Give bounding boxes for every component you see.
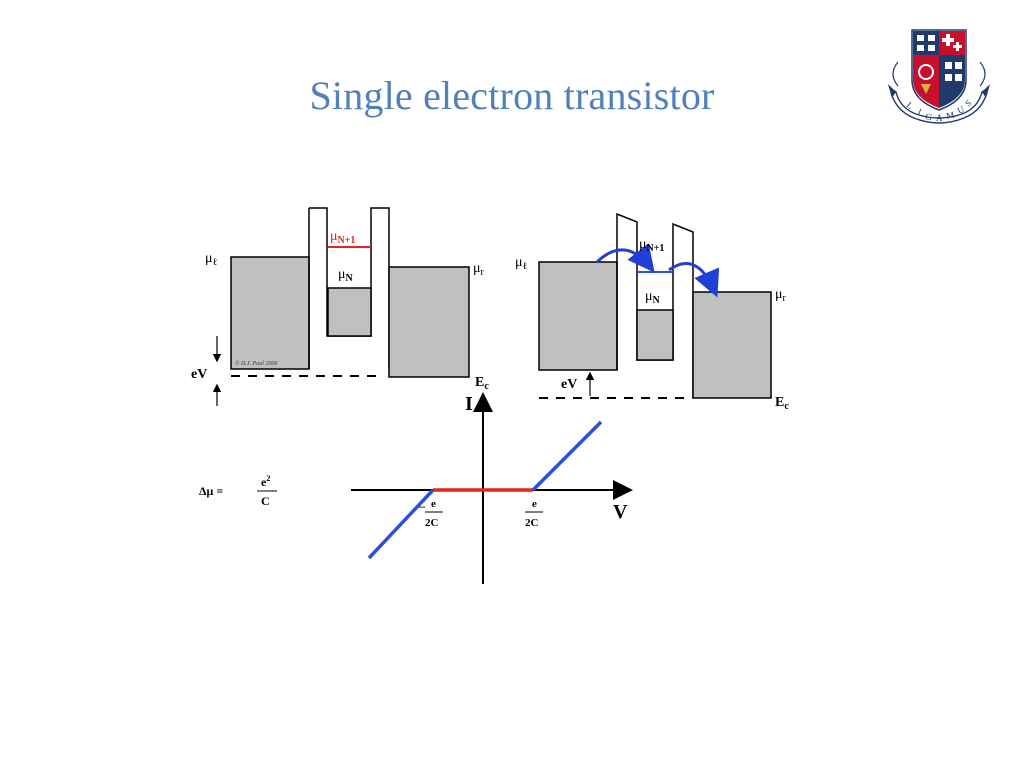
right-level-n-plus-1-label: μN+1 bbox=[639, 237, 664, 254]
set-energy-diagram-figure: μℓ μr μN+1 μN © D.J. Paul 2006 eV Ec μℓ … bbox=[191, 207, 789, 584]
negative-threshold-label: – e 2C bbox=[418, 498, 443, 529]
mu-left-label: μℓ bbox=[205, 251, 217, 268]
level-n-plus-1-label: μN+1 bbox=[330, 229, 355, 246]
svg-text:U: U bbox=[956, 104, 966, 116]
tunnel-out-arrow bbox=[668, 262, 720, 298]
svg-text:C: C bbox=[261, 494, 270, 508]
university-crest-logo: L I G A M U S bbox=[888, 29, 990, 124]
right-mu-right-label: μr bbox=[775, 287, 787, 304]
svg-text:e2: e2 bbox=[261, 474, 270, 489]
slide-title: Single electron transistor bbox=[309, 73, 715, 118]
svg-text:2C: 2C bbox=[525, 517, 539, 529]
svg-text:–: – bbox=[418, 499, 426, 513]
svg-text:I: I bbox=[916, 107, 923, 117]
tunnel-in-arrow bbox=[595, 243, 655, 273]
ec-label-right: Ec bbox=[775, 395, 789, 412]
iv-characteristic-plot: I V Δμ = e2 C – e 2C e 2C bbox=[199, 392, 633, 584]
charging-energy-formula: Δμ = e2 C bbox=[199, 474, 277, 508]
right-level-n-label: μN bbox=[645, 289, 661, 306]
svg-text:G: G bbox=[925, 111, 934, 122]
right-diagram-left-lead bbox=[538, 261, 618, 371]
svg-text:A: A bbox=[936, 113, 943, 123]
right-lead bbox=[388, 266, 470, 378]
right-diagram-right-lead bbox=[692, 291, 772, 399]
right-dot-filled-states bbox=[636, 309, 674, 361]
ev-label-right: eV bbox=[561, 377, 577, 392]
svg-text:M: M bbox=[945, 110, 955, 121]
dot-filled-states bbox=[327, 287, 372, 337]
positive-threshold-label: e 2C bbox=[525, 498, 543, 529]
svg-text:e: e bbox=[532, 498, 537, 510]
left-lead bbox=[230, 256, 310, 370]
svg-text:2C: 2C bbox=[425, 517, 439, 529]
positive-conduction-line bbox=[531, 420, 603, 492]
right-mu-left-label: μℓ bbox=[515, 255, 527, 272]
mu-right-label: μr bbox=[473, 261, 485, 278]
svg-text:S: S bbox=[963, 98, 973, 109]
left-band-diagram: μℓ μr μN+1 μN © D.J. Paul 2006 eV Ec bbox=[191, 207, 489, 406]
negative-conduction-line bbox=[367, 488, 435, 560]
ec-label-left: Ec bbox=[475, 375, 489, 392]
current-axis-label: I bbox=[465, 393, 473, 415]
svg-text:L: L bbox=[905, 100, 915, 111]
voltage-axis-label: V bbox=[613, 501, 628, 523]
right-band-diagram: μℓ μr μN+1 μN eV Ec bbox=[515, 212, 789, 412]
svg-text:Δμ =: Δμ = bbox=[199, 484, 223, 498]
copyright-note: © D.J. Paul 2006 bbox=[235, 360, 277, 367]
level-n-label: μN bbox=[338, 267, 354, 284]
svg-text:e: e bbox=[431, 498, 436, 510]
ev-label-left: eV bbox=[191, 367, 207, 382]
